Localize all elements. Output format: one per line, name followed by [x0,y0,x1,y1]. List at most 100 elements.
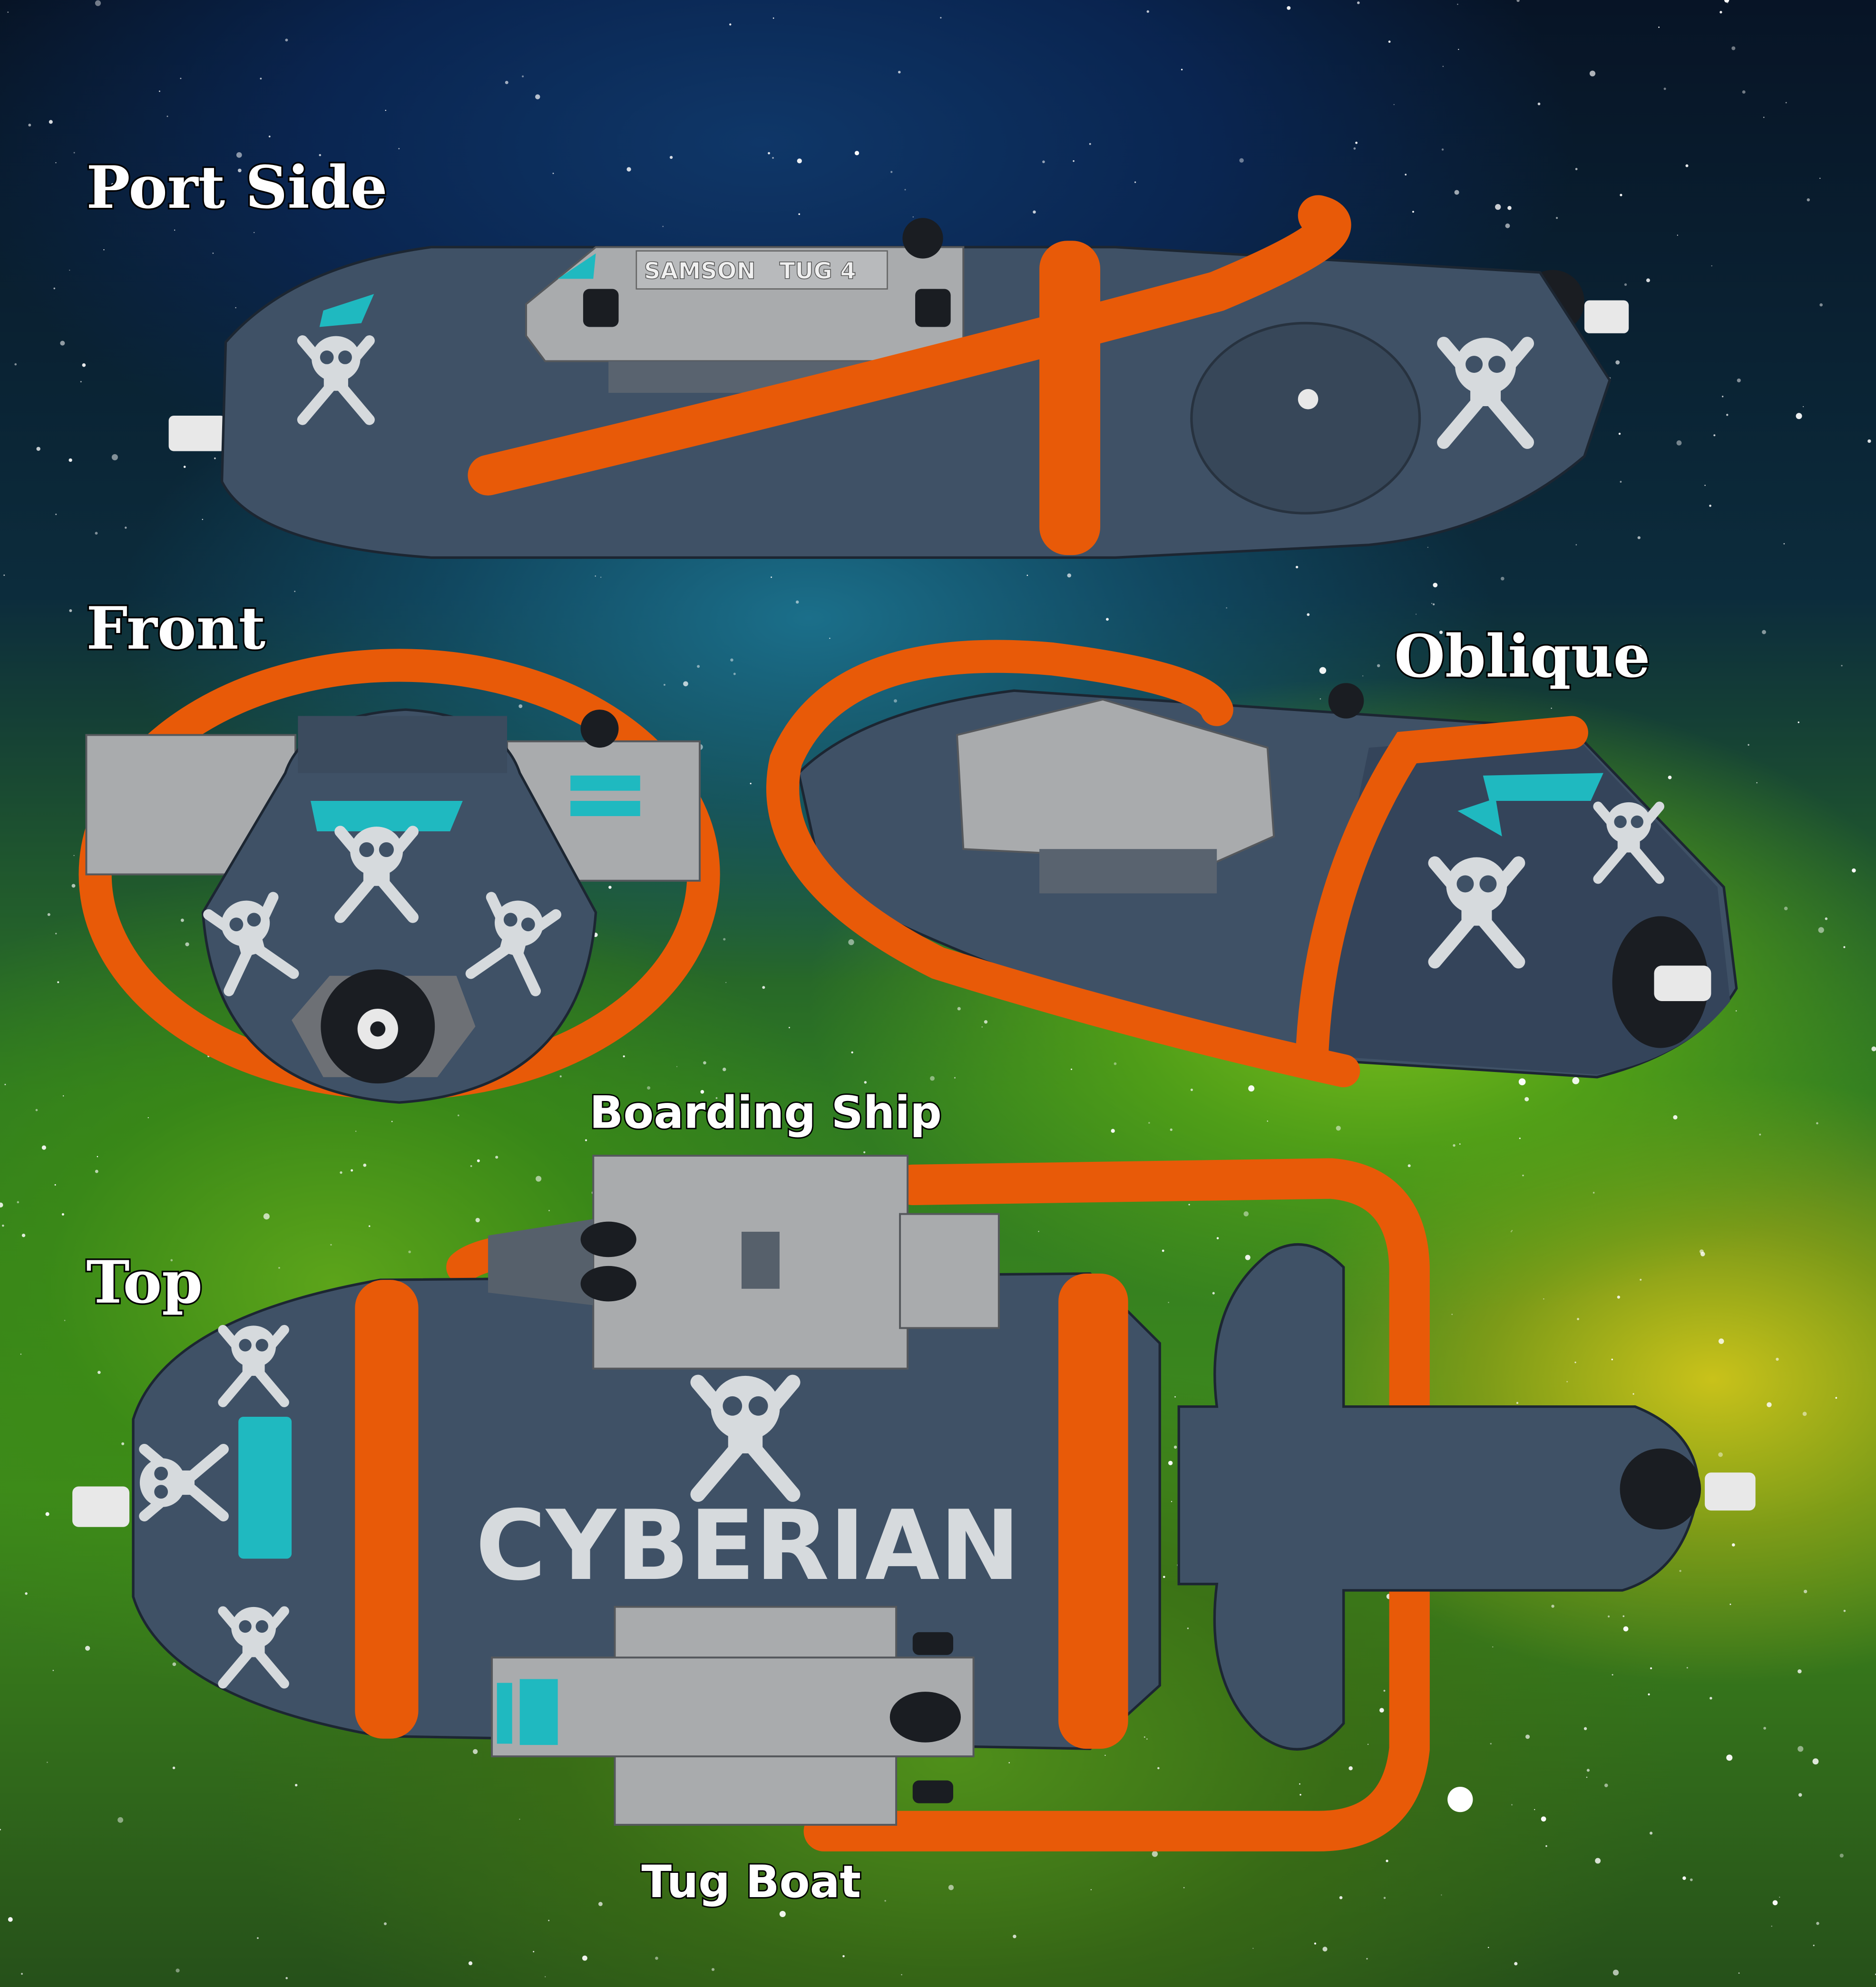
star [41,1145,47,1150]
star [733,672,736,675]
star [1685,164,1689,167]
star [697,665,700,668]
star [798,213,801,215]
star [1339,1896,1343,1899]
star [1319,698,1321,700]
star [1575,544,1577,545]
star [1439,631,1443,634]
star [214,457,216,459]
star [1843,1609,1846,1612]
star [779,1911,786,1918]
star [257,1937,259,1939]
star [1726,414,1729,416]
star [1148,1122,1150,1124]
star [1784,906,1788,911]
star [729,23,732,26]
star [111,183,114,186]
star [470,1165,472,1167]
star [1252,1948,1254,1949]
star [1181,68,1183,70]
star [1551,1605,1554,1608]
star [1190,1088,1193,1091]
star [1798,721,1799,723]
star [1803,1589,1808,1594]
star [1871,1046,1876,1052]
star [1575,168,1578,170]
star [957,1007,961,1011]
star [1556,217,1558,219]
star [36,447,40,451]
star [21,1233,26,1237]
star [1710,1697,1712,1700]
port-side-label: Port Side [86,153,387,222]
oblique-label: Oblique [1394,622,1650,691]
star [21,1973,23,1975]
star [700,1090,704,1094]
star [730,658,733,662]
star [52,1670,54,1671]
star [1537,102,1541,106]
star [1487,1947,1489,1948]
star [1593,1192,1595,1194]
star [1711,265,1712,267]
bright-star [1447,1787,1473,1812]
star [595,575,596,577]
star [715,1097,718,1099]
star [1729,1603,1731,1605]
star [1709,505,1711,507]
star [319,154,322,156]
star [340,1171,342,1174]
star [545,1976,546,1977]
star [180,918,184,922]
star [1841,665,1843,667]
star [863,1151,866,1153]
star [1299,1783,1300,1785]
star [1607,1615,1610,1617]
star [884,1899,886,1902]
star [176,1968,180,1973]
star [1405,174,1407,176]
star [1511,1804,1513,1806]
star [772,157,774,159]
star [1534,1809,1535,1811]
star [940,17,942,19]
star [54,1184,56,1186]
star [954,1077,956,1079]
star [205,182,207,184]
star [1620,194,1622,196]
star [839,1095,841,1097]
star [1287,6,1291,10]
star [1412,211,1414,213]
star [1174,1396,1176,1398]
star [768,152,770,155]
star [1649,1831,1653,1835]
star [180,78,182,79]
star [147,1117,149,1119]
star [68,458,72,462]
star [236,152,242,158]
star [1379,1708,1384,1713]
star [725,982,727,983]
star [1500,576,1505,581]
star [1090,1889,1092,1890]
star [80,381,82,383]
star [166,116,168,117]
star [669,156,673,159]
star [57,981,59,984]
star [25,1592,28,1595]
ship-name-label: CYBERIAN [476,1490,1020,1602]
star [47,1762,48,1763]
star [1388,40,1391,43]
star [64,1320,66,1321]
star [981,1026,983,1028]
star [522,75,524,78]
star [797,158,802,164]
front-view [78,649,720,1104]
star [686,1128,687,1130]
star [1713,434,1716,437]
star [664,683,665,686]
star [60,341,65,346]
star [28,124,31,127]
star [1589,70,1596,77]
star [1495,204,1501,210]
